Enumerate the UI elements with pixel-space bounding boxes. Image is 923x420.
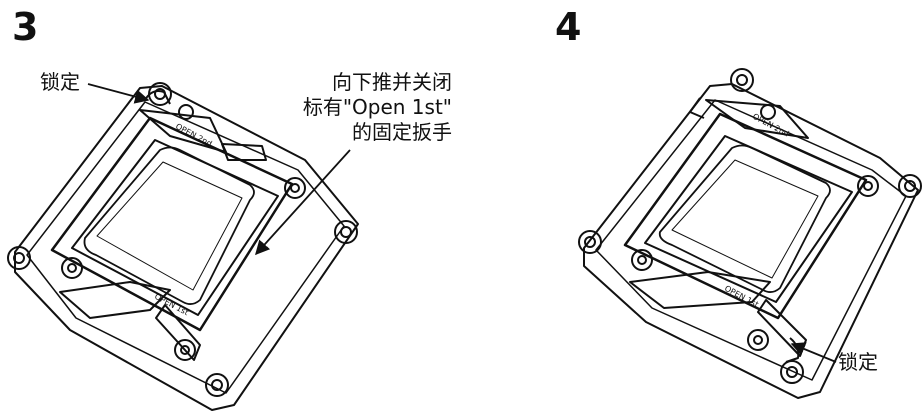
step-4-number: 4 <box>555 5 582 49</box>
step-3-push-line-1: 向下推并关闭 <box>332 70 452 94</box>
step-3-number: 3 <box>12 5 39 49</box>
step-3-push-line-2: 标有"Open 1st" <box>302 95 452 119</box>
step-4-open-2nd-label: OPEN 2nd <box>751 112 791 139</box>
step-3-push-line-3: 的固定扳手 <box>352 120 452 144</box>
step-3-push-lever-callout: 向下推并关闭 标有"Open 1st" 的固定扳手 <box>252 70 452 145</box>
step-3-open-2nd-label: OPEN 2nd <box>174 122 214 149</box>
step-3-socket-illustration <box>7 82 359 411</box>
step-4-open-1st-label: OPEN 1st <box>723 284 760 309</box>
step-3-lock-callout: 锁定 <box>40 70 80 94</box>
step-4-lock-callout: 锁定 <box>838 350 878 374</box>
step-4-socket-illustration <box>578 68 922 399</box>
